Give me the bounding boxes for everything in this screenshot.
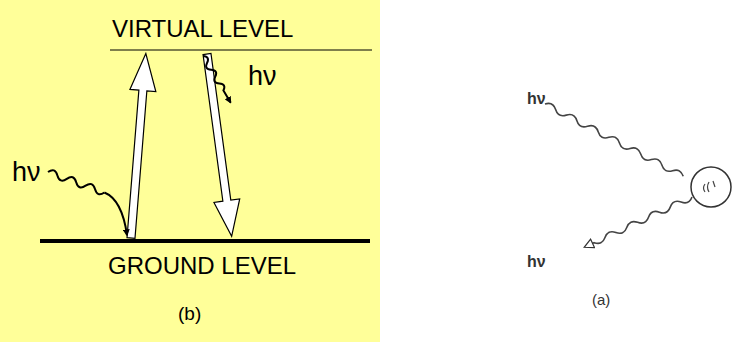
panel-label: (b)	[178, 304, 201, 325]
level-name: GROUND LEVEL	[108, 253, 296, 279]
panel-label: (a)	[592, 292, 610, 309]
level-name: VIRTUAL LEVEL	[112, 16, 293, 42]
photon-symbol: hν	[527, 90, 546, 108]
photon-symbol: hν	[12, 158, 41, 188]
incoming-photon-tail	[104, 193, 127, 236]
scattered-photon-wave	[200, 54, 233, 103]
ground-level-line	[40, 239, 370, 243]
scattered-photon-wave	[584, 194, 693, 249]
molecule-circle	[691, 167, 731, 207]
molecule-marks	[704, 181, 716, 192]
panel-background	[0, 0, 380, 342]
excitation-arrow	[118, 53, 159, 239]
incoming-photon-wave	[47, 169, 106, 196]
emission-arrow	[194, 52, 244, 238]
photon-symbol: hν	[527, 253, 546, 271]
photon-symbol: hν	[248, 62, 277, 92]
virtual-level-line	[110, 50, 372, 51]
incoming-photon-wave	[544, 101, 685, 179]
